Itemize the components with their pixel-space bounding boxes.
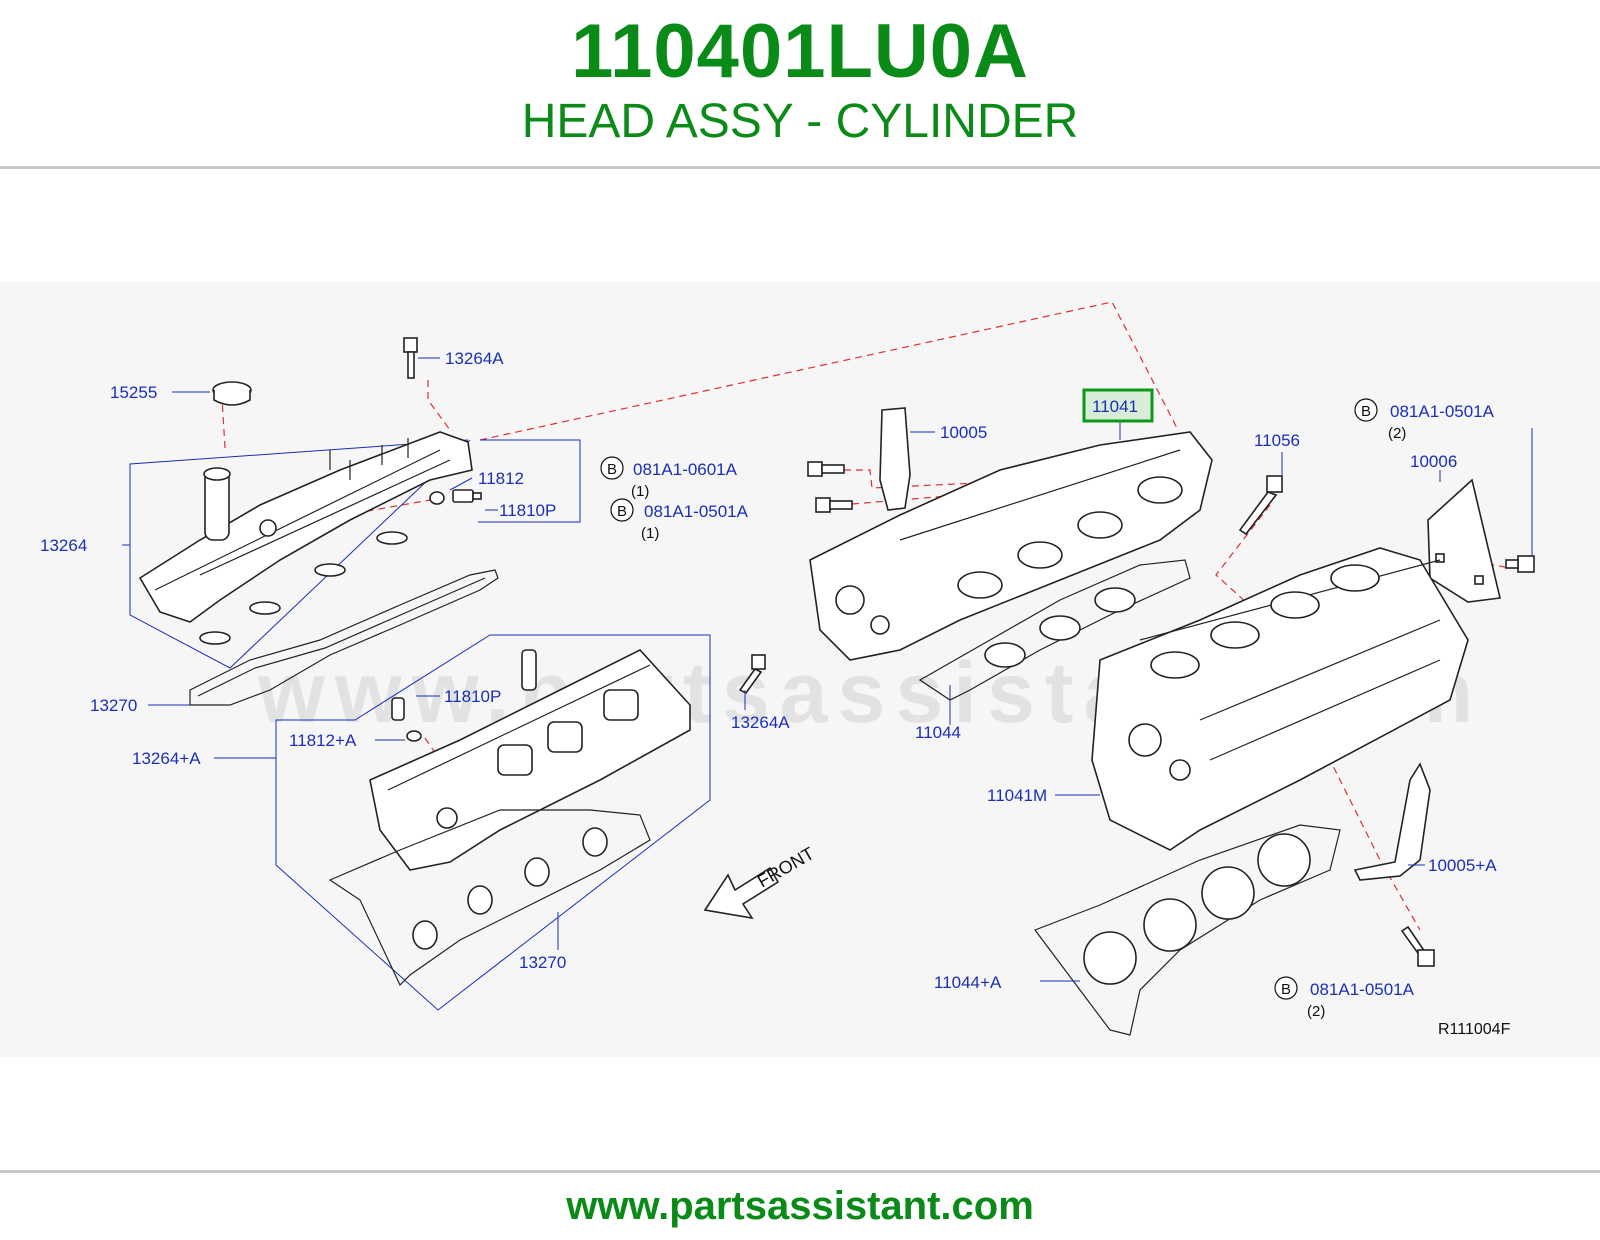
- head-gasket-upper: [918, 559, 1191, 701]
- bolt-callout-0501A-right[interactable]: B 081A1-0501A (2): [1354, 398, 1495, 442]
- bolt-081A1-0501A-right: [1505, 555, 1535, 573]
- callout-13270-left[interactable]: 13270: [90, 696, 137, 715]
- callout-11810P-top[interactable]: 11810P: [499, 501, 556, 520]
- bracket-13264A: [275, 634, 711, 1011]
- callout-13264A-mid[interactable]: 13264A: [731, 713, 790, 732]
- cylinder-head-left-bank: [809, 431, 1213, 661]
- diagram-reference-code: R111004F: [1438, 1021, 1511, 1038]
- callout-15255[interactable]: 15255: [110, 383, 157, 402]
- head-gasket-lower: [1034, 824, 1341, 1036]
- highlight-box-11041: [1082, 388, 1154, 423]
- callout-13270-bottom[interactable]: 13270: [519, 953, 566, 972]
- pcv-valve-top: [429, 489, 482, 505]
- footer-url[interactable]: www.partsassistant.com: [566, 1184, 1034, 1228]
- bolt-081A1-0601A: [807, 461, 845, 477]
- callout-13264PA[interactable]: 13264+A: [132, 749, 201, 768]
- leader-lines: [122, 357, 1533, 982]
- bracket-10005A: [1353, 762, 1431, 881]
- pcv-valve-mid: [391, 697, 422, 742]
- bolt-13264A-top: [403, 337, 418, 379]
- callout-11810P-mid[interactable]: 11810P: [444, 687, 501, 706]
- bracket-10006: [1427, 478, 1501, 603]
- callout-10005[interactable]: 10005: [940, 423, 987, 442]
- badge-b: B: [1281, 981, 1291, 998]
- bolt-callout-0501A-left[interactable]: B 081A1-0501A (1): [610, 498, 749, 542]
- page-header: 110401LU0A HEAD ASSY - CYLINDER: [0, 0, 1600, 168]
- bolt-code: 081A1-0501A: [1390, 402, 1495, 421]
- badge-b: B: [607, 461, 617, 478]
- callout-10006[interactable]: 10006: [1410, 452, 1457, 471]
- front-arrow: FRONT: [703, 843, 818, 920]
- bolt-081A1-0501A-upper: [815, 497, 853, 513]
- badge-b: B: [617, 503, 627, 520]
- valve-cover-lower: [369, 649, 691, 871]
- cylinder-head-right-bank: [1091, 547, 1469, 851]
- footer-divider: [0, 1170, 1600, 1173]
- part-description-title: HEAD ASSY - CYLINDER: [521, 95, 1079, 148]
- badge-b: B: [1361, 403, 1371, 420]
- bolt-code: 081A1-0601A: [633, 460, 738, 479]
- bolt-qty: (2): [1307, 1003, 1325, 1020]
- callout-13264A-top[interactable]: 13264A: [445, 349, 504, 368]
- bolt-code: 081A1-0501A: [1310, 980, 1415, 999]
- callout-13264[interactable]: 13264: [40, 536, 87, 555]
- bolt-callout-0501A-bottom[interactable]: B 081A1-0501A (2): [1274, 976, 1415, 1020]
- valve-cover-upper: [138, 431, 473, 645]
- bolt-callout-0601A[interactable]: B 081A1-0601A (1): [600, 456, 738, 500]
- header-divider: [0, 166, 1600, 169]
- gasket-lower: [328, 809, 651, 987]
- callout-11041[interactable]: 11041: [1092, 397, 1138, 416]
- bolt-13264A-mid: [738, 654, 766, 695]
- bolt-11056: [1238, 475, 1283, 536]
- callout-11044[interactable]: 11044: [915, 723, 961, 742]
- bolt-081A1-0501A-lower: [1400, 925, 1435, 967]
- callout-11812[interactable]: 11812: [478, 469, 524, 488]
- bracket-10005: [879, 407, 911, 511]
- oil-filler-cap: [212, 381, 252, 406]
- bolt-code: 081A1-0501A: [644, 502, 749, 521]
- bolt-qty: (1): [631, 483, 649, 500]
- callout-11044A[interactable]: 11044+A: [934, 973, 1002, 992]
- callout-10005A[interactable]: 10005+A: [1428, 856, 1497, 875]
- callout-11041M[interactable]: 11041M: [987, 786, 1047, 805]
- gasket-upper: [189, 569, 499, 706]
- bolt-qty: (2): [1388, 425, 1406, 442]
- callout-11812A[interactable]: 11812+A: [289, 731, 357, 750]
- front-label: FRONT: [754, 843, 818, 891]
- callout-11056[interactable]: 11056: [1254, 431, 1300, 450]
- bolt-qty: (1): [641, 525, 659, 542]
- part-number-title: 110401LU0A: [571, 9, 1029, 94]
- bracket-13264: [129, 439, 581, 669]
